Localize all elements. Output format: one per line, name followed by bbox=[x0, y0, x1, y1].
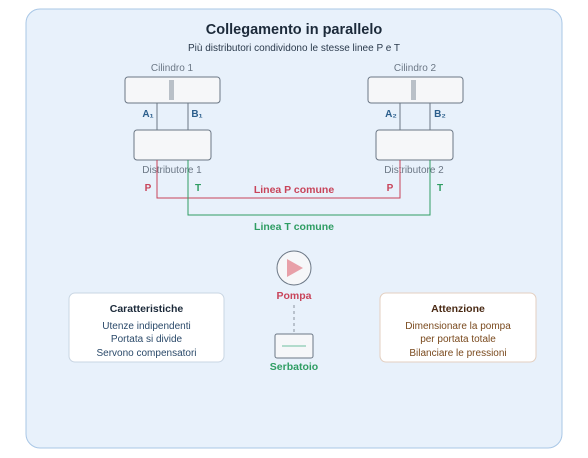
distributor-2-body bbox=[375, 129, 454, 161]
features-box-frame bbox=[68, 292, 225, 363]
diagram-title: Collegamento in parallelo bbox=[206, 22, 383, 38]
warning-item: Bilanciare le pressioni bbox=[409, 348, 506, 359]
t-line bbox=[187, 160, 431, 216]
p-line-label: Linea P comune bbox=[254, 184, 334, 196]
distributor-2-port-t: T bbox=[437, 183, 443, 194]
warning-box: Attenzione Dimensionare la pompa per por… bbox=[379, 292, 537, 363]
distributor-1-label: Distributore 1 bbox=[142, 165, 202, 176]
cylinder-2-port-a: A₂ bbox=[385, 109, 397, 120]
warning-title: Attenzione bbox=[431, 303, 485, 315]
features-item: Utenze indipendenti bbox=[102, 321, 190, 332]
features-item: Portata si divide bbox=[111, 334, 183, 345]
features-box: Caratteristiche Utenze indipendenti Port… bbox=[68, 292, 225, 363]
pump-label: Pompa bbox=[276, 290, 311, 302]
cylinder-2-label: Cilindro 2 bbox=[394, 63, 437, 74]
features-item: Servono compensatori bbox=[96, 348, 196, 359]
distributor-1-port-p: P bbox=[145, 183, 152, 194]
warning-box-frame bbox=[379, 292, 537, 363]
features-title: Caratteristiche bbox=[110, 303, 184, 315]
distributor-1-body bbox=[133, 129, 212, 161]
cylinder-1-port-a: A₁ bbox=[142, 109, 153, 120]
cylinder-1-piston bbox=[169, 80, 174, 100]
warning-item: per portata totale bbox=[420, 334, 496, 345]
distributor-2-label: Distributore 2 bbox=[384, 165, 444, 176]
cylinder-2-piston bbox=[411, 80, 416, 100]
warning-item: Dimensionare la pompa bbox=[405, 321, 511, 332]
distributor-2-port-p: P bbox=[387, 183, 394, 194]
distributor-1-port-t: T bbox=[195, 183, 201, 194]
diagram-subtitle: Più distributori condividono le stesse l… bbox=[188, 43, 400, 54]
pump-triangle-icon bbox=[287, 259, 303, 277]
cylinder-1-port-b: B₁ bbox=[191, 109, 202, 120]
t-line-label: Linea T comune bbox=[254, 221, 334, 233]
tank-label: Serbatoio bbox=[270, 361, 318, 373]
cylinder-1-label: Cilindro 1 bbox=[151, 63, 194, 74]
cylinder-2-port-b: B₂ bbox=[434, 109, 446, 120]
p-line bbox=[156, 160, 401, 199]
